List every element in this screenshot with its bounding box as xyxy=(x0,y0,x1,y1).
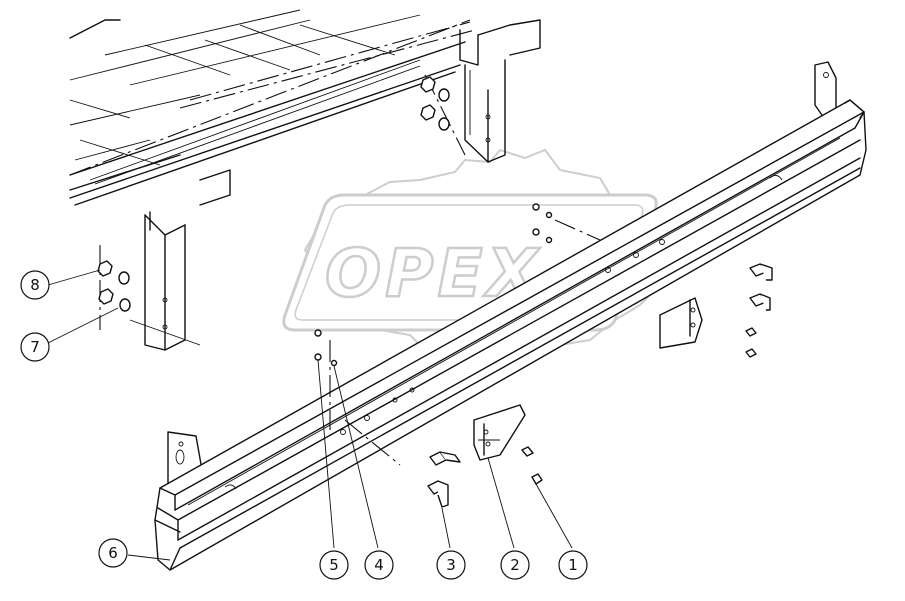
callout-label: 3 xyxy=(446,556,456,574)
bumper-rail xyxy=(154,61,867,571)
vehicle-frame xyxy=(69,9,541,351)
callout-5: 5 xyxy=(319,550,349,580)
nut-washer-set-front xyxy=(97,245,131,330)
callout-4: 4 xyxy=(364,550,394,580)
callout-label: 7 xyxy=(30,338,40,356)
callout-6: 6 xyxy=(98,538,128,568)
small-washers xyxy=(314,203,601,367)
small-screws xyxy=(521,327,757,485)
callout-label: 2 xyxy=(510,556,520,574)
mounting-brackets xyxy=(473,297,703,461)
watermark-text: OPEX xyxy=(325,235,541,312)
callout-label: 6 xyxy=(108,544,118,562)
callout-8: 8 xyxy=(20,270,50,300)
leader-lines xyxy=(47,269,573,561)
callout-label: 5 xyxy=(329,556,339,574)
callout-3: 3 xyxy=(436,550,466,580)
callout-1: 1 xyxy=(558,550,588,580)
hex-bolts xyxy=(427,263,773,508)
callout-label: 1 xyxy=(568,556,578,574)
callout-2: 2 xyxy=(500,550,530,580)
nut-washer-set-rear xyxy=(420,74,466,156)
callout-label: 4 xyxy=(374,556,384,574)
callout-label: 8 xyxy=(30,276,40,294)
callout-7: 7 xyxy=(20,332,50,362)
